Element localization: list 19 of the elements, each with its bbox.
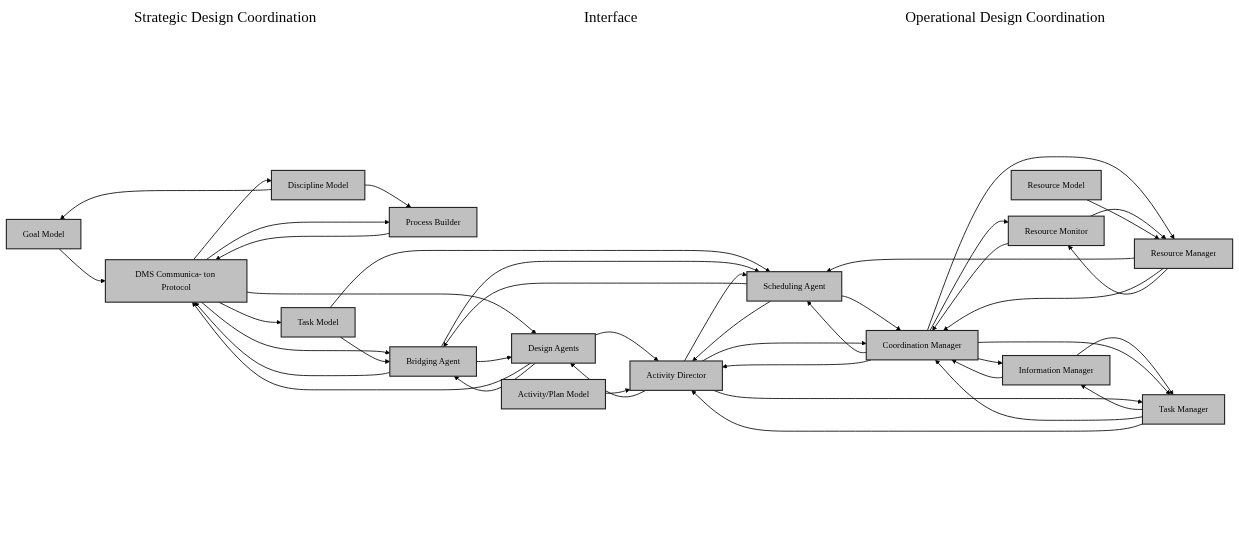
- node-box: Activity/Plan Model: [500, 378, 606, 410]
- node-box: Resource Manager: [1133, 238, 1234, 269]
- node-box: Resource Model: [1010, 169, 1102, 201]
- node-box: Design Agents: [511, 333, 596, 364]
- node-box: Discipline Model: [270, 169, 366, 201]
- section-heading: Operational Design Coordination: [904, 7, 1107, 27]
- node-box: Task Manager: [1141, 394, 1226, 425]
- node-box: Goal Model: [5, 218, 82, 250]
- node-box: Activity Director: [629, 360, 723, 391]
- node-box: Bridging Agent: [389, 346, 477, 377]
- section-heading: Strategic Design Coordination: [132, 7, 318, 27]
- node-box: DMS Communica- ton Protocol: [104, 259, 248, 303]
- node-box: Coordination Manager: [865, 329, 979, 361]
- node-box: Scheduling Agent: [746, 271, 843, 302]
- section-heading: Interface: [583, 7, 639, 27]
- node-box: Process Builder: [388, 206, 478, 238]
- node-box: Resource Monitor: [1007, 215, 1105, 247]
- node-box: Task Model: [280, 307, 356, 338]
- node-box: Information Manager: [1001, 354, 1111, 386]
